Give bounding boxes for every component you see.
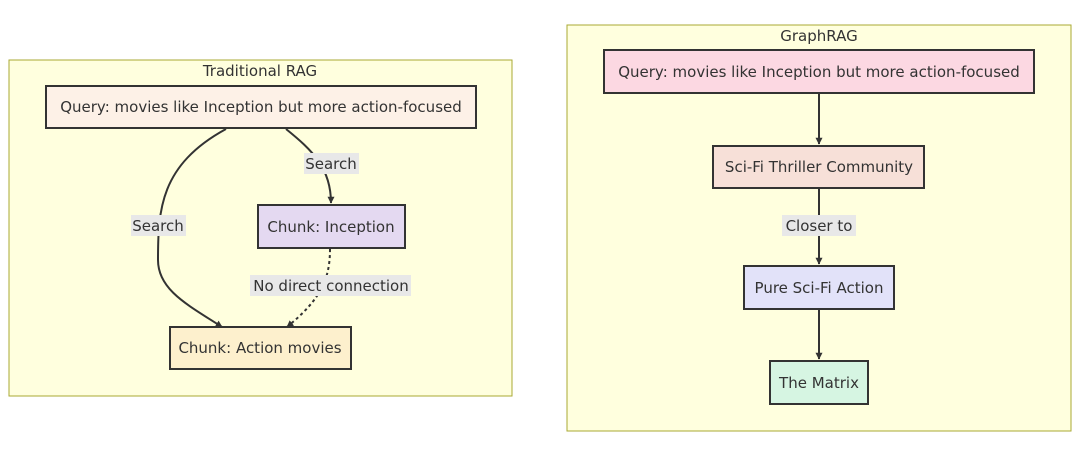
svg-text:No direct connection: No direct connection xyxy=(253,277,408,295)
node-graph-query: Query: movies like Inception but more ac… xyxy=(603,49,1035,94)
svg-text:The Matrix: The Matrix xyxy=(778,374,859,392)
edge-label-search-left: Search xyxy=(131,215,186,236)
node-trad-query: Query: movies like Inception but more ac… xyxy=(45,85,477,129)
svg-text:Search: Search xyxy=(132,217,184,235)
svg-text:Chunk: Inception: Chunk: Inception xyxy=(267,218,394,236)
edge-label-search-right: Search xyxy=(304,153,359,174)
svg-text:Closer to: Closer to xyxy=(786,217,853,235)
svg-text:Search: Search xyxy=(305,155,357,173)
svg-text:Query: movies like Inception b: Query: movies like Inception but more ac… xyxy=(618,63,1020,81)
node-chunk-action-movies: Chunk: Action movies xyxy=(169,326,352,370)
svg-text:Query: movies like Inception b: Query: movies like Inception but more ac… xyxy=(60,98,462,116)
edge-search-to-action-movies xyxy=(156,128,227,328)
node-scifi-thriller-community: Sci-Fi Thriller Community xyxy=(712,145,925,189)
edge-label-closer-to: Closer to xyxy=(782,215,856,236)
node-pure-scifi-action: Pure Sci-Fi Action xyxy=(743,265,895,310)
edge-no-direct-connection xyxy=(286,248,331,328)
svg-text:Sci-Fi Thriller Community: Sci-Fi Thriller Community xyxy=(725,158,913,176)
cluster-title-graphrag: GraphRAG xyxy=(780,27,857,45)
edge-label-no-direct-connection: No direct connection xyxy=(250,275,411,296)
node-chunk-inception: Chunk: Inception xyxy=(257,204,406,249)
node-the-matrix: The Matrix xyxy=(769,360,869,405)
svg-text:Chunk: Action movies: Chunk: Action movies xyxy=(178,339,341,357)
svg-text:Pure Sci-Fi Action: Pure Sci-Fi Action xyxy=(755,279,884,297)
cluster-title-traditional-rag: Traditional RAG xyxy=(202,62,317,80)
